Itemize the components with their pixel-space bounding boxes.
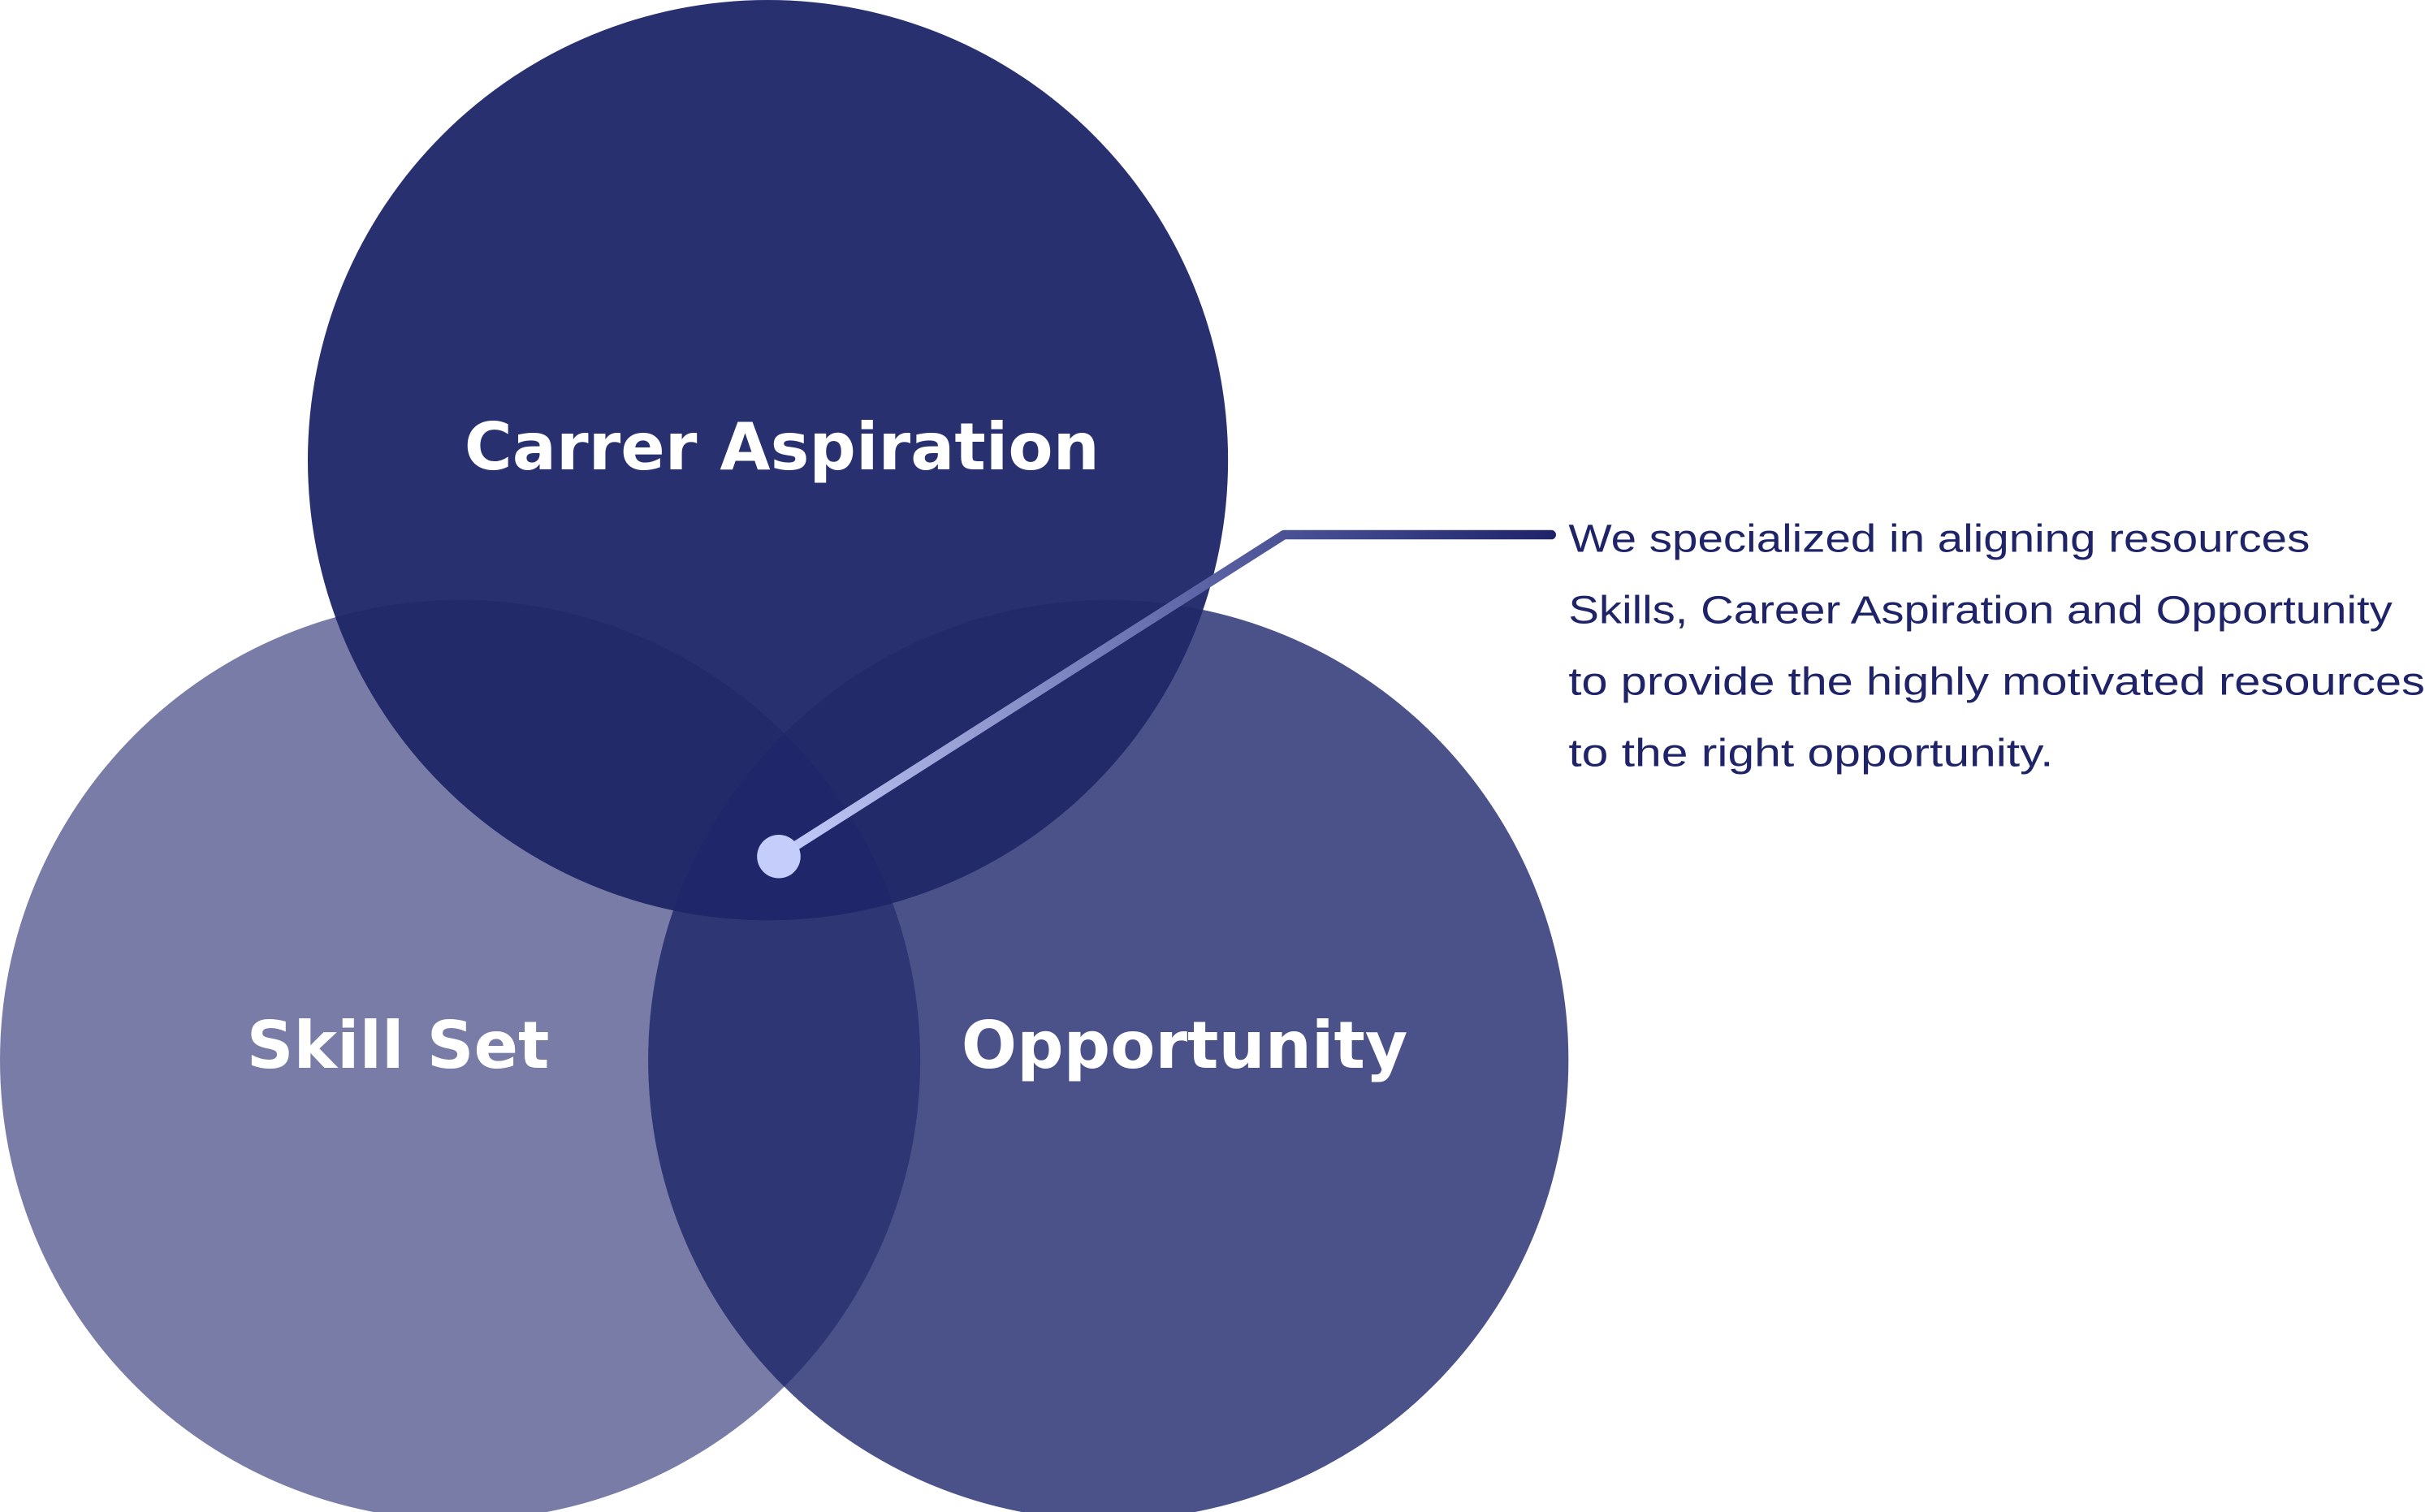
- callout-line-1: We specialized in aligning resources: [1568, 518, 2310, 561]
- callout-connector-line: [774, 529, 1557, 862]
- callout-line-3: to provide the highly motivated resource…: [1568, 661, 2425, 704]
- career-aspiration-label: Carrer Aspiration: [465, 408, 1100, 485]
- opportunity-label: Opportunity: [962, 1007, 1407, 1083]
- callout-line-2: Skills, Career Aspiration and Opportunit…: [1568, 590, 2393, 633]
- skill-set-label: Skill Set: [247, 1007, 550, 1083]
- callout-dot: [757, 834, 801, 879]
- callout-line-4: to the right opportunity.: [1568, 732, 2053, 775]
- aspiration-opportunity-overlap: [648, 599, 1229, 921]
- aspiration-skill-overlap: [307, 599, 921, 921]
